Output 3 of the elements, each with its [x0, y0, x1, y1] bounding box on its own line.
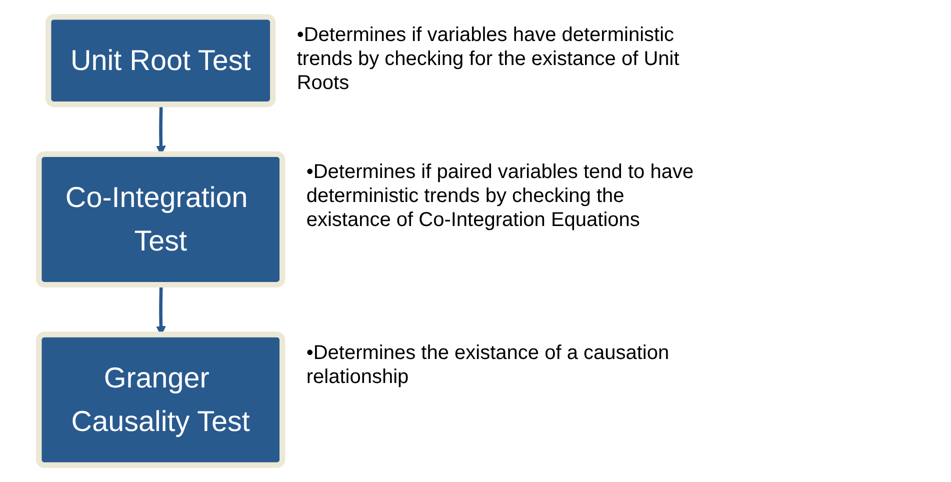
description-text: •Determines if variables have deterministic trends by checking for the existance of Unit Roots — [296, 22, 680, 95]
description-text: •Determines if paired variables tend to have deterministic trends by checking the existance of Co-Integration Equations — [306, 160, 695, 232]
description-text: •Determines the existance of a causation relationship — [306, 340, 670, 389]
